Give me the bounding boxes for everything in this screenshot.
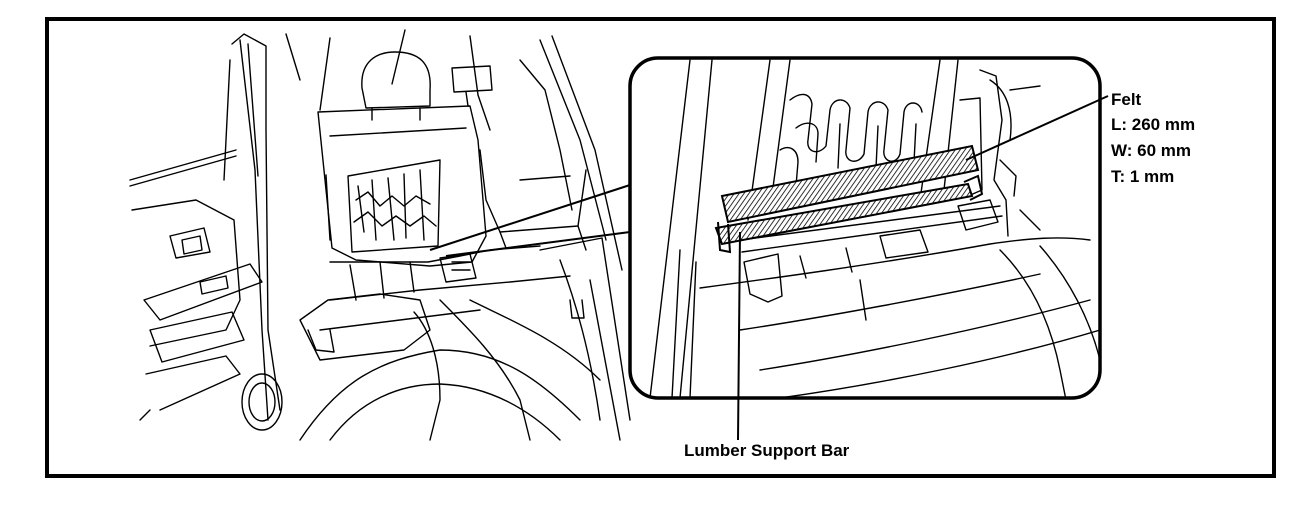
felt-thickness-spec: T: 1 mm	[1111, 167, 1175, 186]
detail-frame	[628, 56, 1102, 400]
zoom-leader-lines	[429, 184, 631, 257]
felt-width-spec: W: 60 mm	[1111, 141, 1191, 160]
seat-back-frame-detail	[649, 59, 1100, 398]
lumbar-support-bar	[714, 174, 984, 254]
felt-leader-line	[965, 95, 1109, 161]
support-bar-leader-line	[737, 231, 741, 441]
lumbar-support-bar-label: Lumber Support Bar	[684, 441, 850, 460]
callout-leaders	[737, 95, 1109, 441]
felt-length-spec: L: 260 mm	[1111, 115, 1196, 134]
felt-pad	[720, 144, 980, 224]
felt-label: Felt	[1111, 90, 1142, 109]
